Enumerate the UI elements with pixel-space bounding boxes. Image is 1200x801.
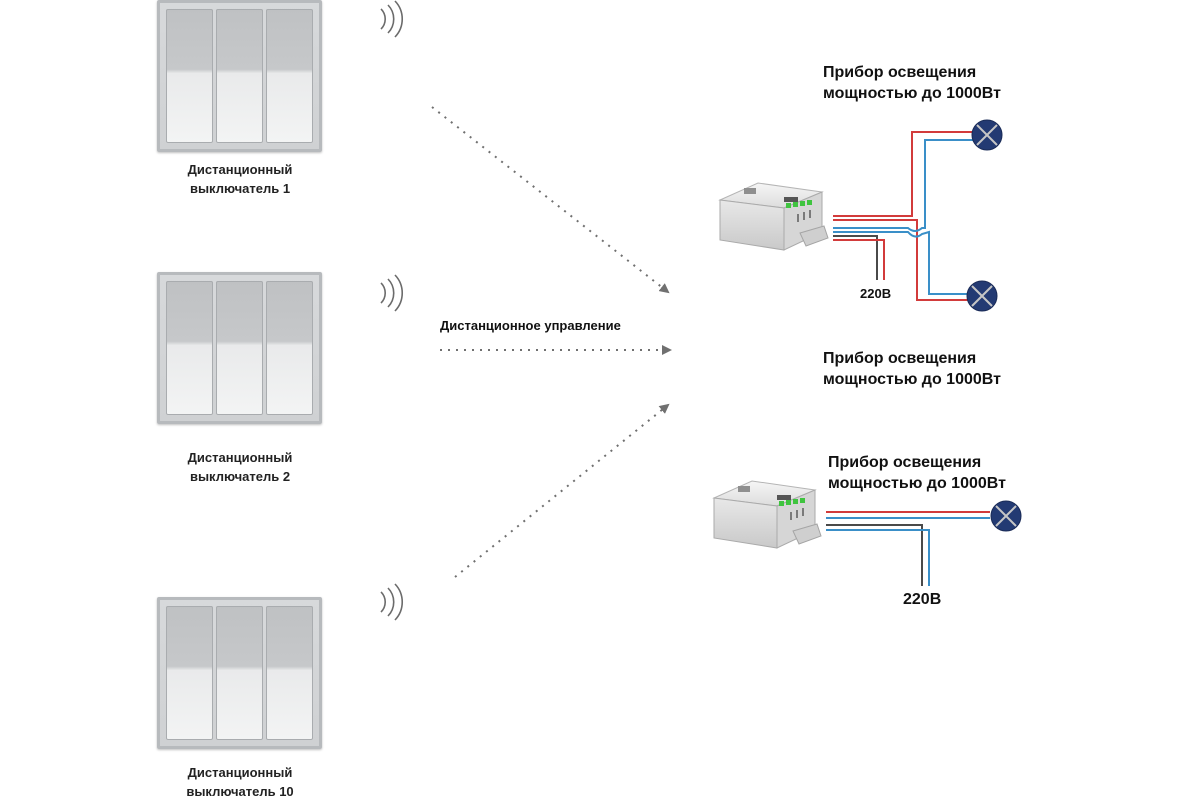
switch-key (216, 281, 263, 415)
switch-caption-1: Дистанционный выключатель 1 (140, 160, 340, 198)
switch-key (166, 281, 213, 415)
caption-line: Дистанционный (187, 765, 293, 780)
switch-key (166, 606, 213, 740)
voltage-label-1: 220В (860, 286, 892, 301)
switch-key (266, 9, 313, 143)
fixture-title-2: Прибор освещения мощностью до 1000Вт (823, 348, 1001, 390)
switch-caption-2: Дистанционный выключатель 2 (140, 448, 340, 486)
switch-caption-10: Дистанционный выключатель 10 (140, 763, 340, 801)
title-line: Прибор освещения (823, 64, 977, 81)
title-line: Прибор освещения (823, 350, 977, 367)
fixture-title-3: Прибор освещения мощностью до 1000Вт (828, 452, 1006, 494)
caption-line: Дистанционный (187, 450, 293, 465)
lamp-icon (990, 500, 1022, 532)
dotted-arrow-3 (454, 403, 670, 578)
switch-key (166, 9, 213, 143)
caption-line: Дистанционный (187, 162, 293, 177)
wireless-signal-icon (380, 583, 404, 621)
caption-line: выключатель 10 (186, 784, 294, 799)
wall-switch-10 (157, 597, 322, 749)
wiring-2 (826, 511, 990, 586)
wireless-signal-icon (380, 0, 404, 38)
title-line: мощностью до 1000Вт (823, 371, 1001, 388)
relay-module-2 (712, 480, 822, 549)
switch-key (216, 606, 263, 740)
title-line: Прибор освещения (828, 454, 982, 471)
wireless-signal-icon (380, 274, 404, 312)
caption-line: выключатель 2 (189, 469, 291, 484)
dotted-arrow-1 (431, 106, 670, 294)
switch-key (266, 606, 313, 740)
wall-switch-1 (157, 0, 322, 152)
switch-key (266, 281, 313, 415)
title-line: мощностью до 1000Вт (823, 85, 1001, 102)
lamp-icon (966, 280, 998, 312)
relay-module-1 (718, 182, 829, 251)
title-line: мощностью до 1000Вт (828, 475, 1006, 492)
switch-key (216, 9, 263, 143)
voltage-label-2: 220В (903, 591, 942, 608)
wiring-1 (833, 131, 975, 301)
fixture-title-1: Прибор освещения мощностью до 1000Вт (823, 62, 1001, 104)
remote-control-label: Дистанционное управление (440, 318, 621, 333)
wall-switch-2 (157, 272, 322, 424)
lamp-icon (971, 119, 1003, 151)
caption-line: выключатель 1 (189, 181, 291, 196)
